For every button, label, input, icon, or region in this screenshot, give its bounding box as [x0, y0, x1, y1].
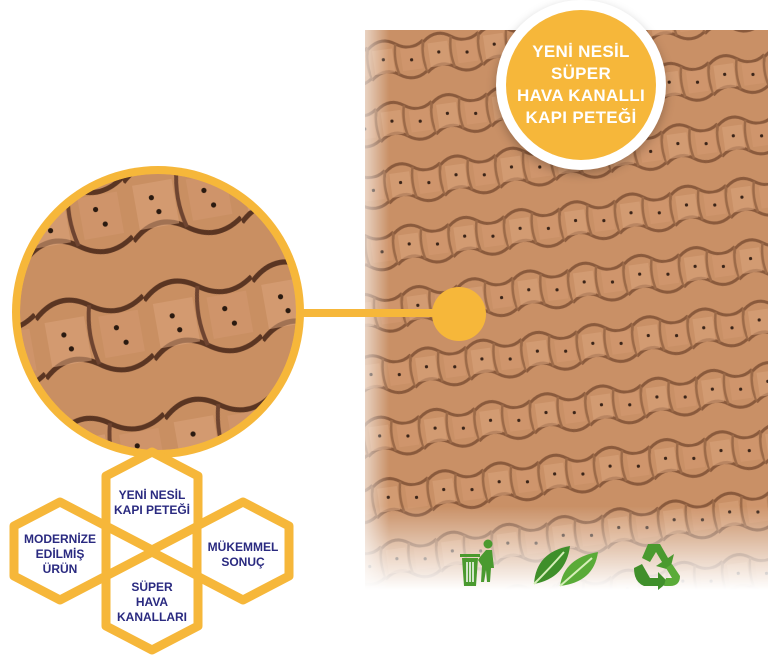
hex-top-line-2: KAPI PETEĞİ [113, 503, 190, 517]
hexagon-left [9, 497, 111, 605]
hexagon-right [192, 497, 294, 605]
hex-right-line-2: SONUÇ [221, 555, 265, 569]
recycle-icon [634, 544, 680, 590]
hex-left-line-2: EDİLMİŞ [35, 547, 85, 561]
badge-line-1: YENİ NESİL [532, 42, 630, 61]
magnifier-focus-dot [432, 287, 486, 341]
hex-right-line-1: MÜKEMMEL [207, 540, 279, 554]
product-badge: YENİ NESİL SÜPER HAVA KANALLI KAPI PETEĞ… [506, 10, 656, 160]
leaves-icon [533, 546, 598, 587]
feature-hexagons [9, 447, 294, 655]
hex-label-top: YENİ NESİL KAPI PETEĞİ [106, 488, 198, 518]
hex-label-right: MÜKEMMEL SONUÇ [197, 540, 289, 570]
hex-left-line-1: MODERNİZE [24, 532, 96, 546]
badge-line-4: KAPI PETEĞİ [525, 108, 637, 127]
badge-line-2: SÜPER [550, 64, 612, 83]
hex-label-bottom: SÜPER HAVA KANALLARI [106, 580, 198, 625]
magnifier-connector-line [280, 309, 455, 317]
hex-top-line-1: YENİ NESİL [118, 488, 186, 502]
hex-bottom-line-1: SÜPER [131, 580, 173, 594]
hex-bottom-line-3: KANALLARI [117, 610, 187, 624]
hex-left-line-3: ÜRÜN [42, 562, 78, 576]
hexagon-bottom [101, 547, 203, 655]
hex-bottom-line-2: HAVA [135, 595, 169, 609]
trash-bin-icon [460, 539, 494, 586]
magnifier-closeup [12, 166, 304, 458]
badge-line-3: HAVA KANALLI [517, 86, 645, 105]
hex-label-left: MODERNİZE EDİLMİŞ ÜRÜN [14, 532, 106, 577]
